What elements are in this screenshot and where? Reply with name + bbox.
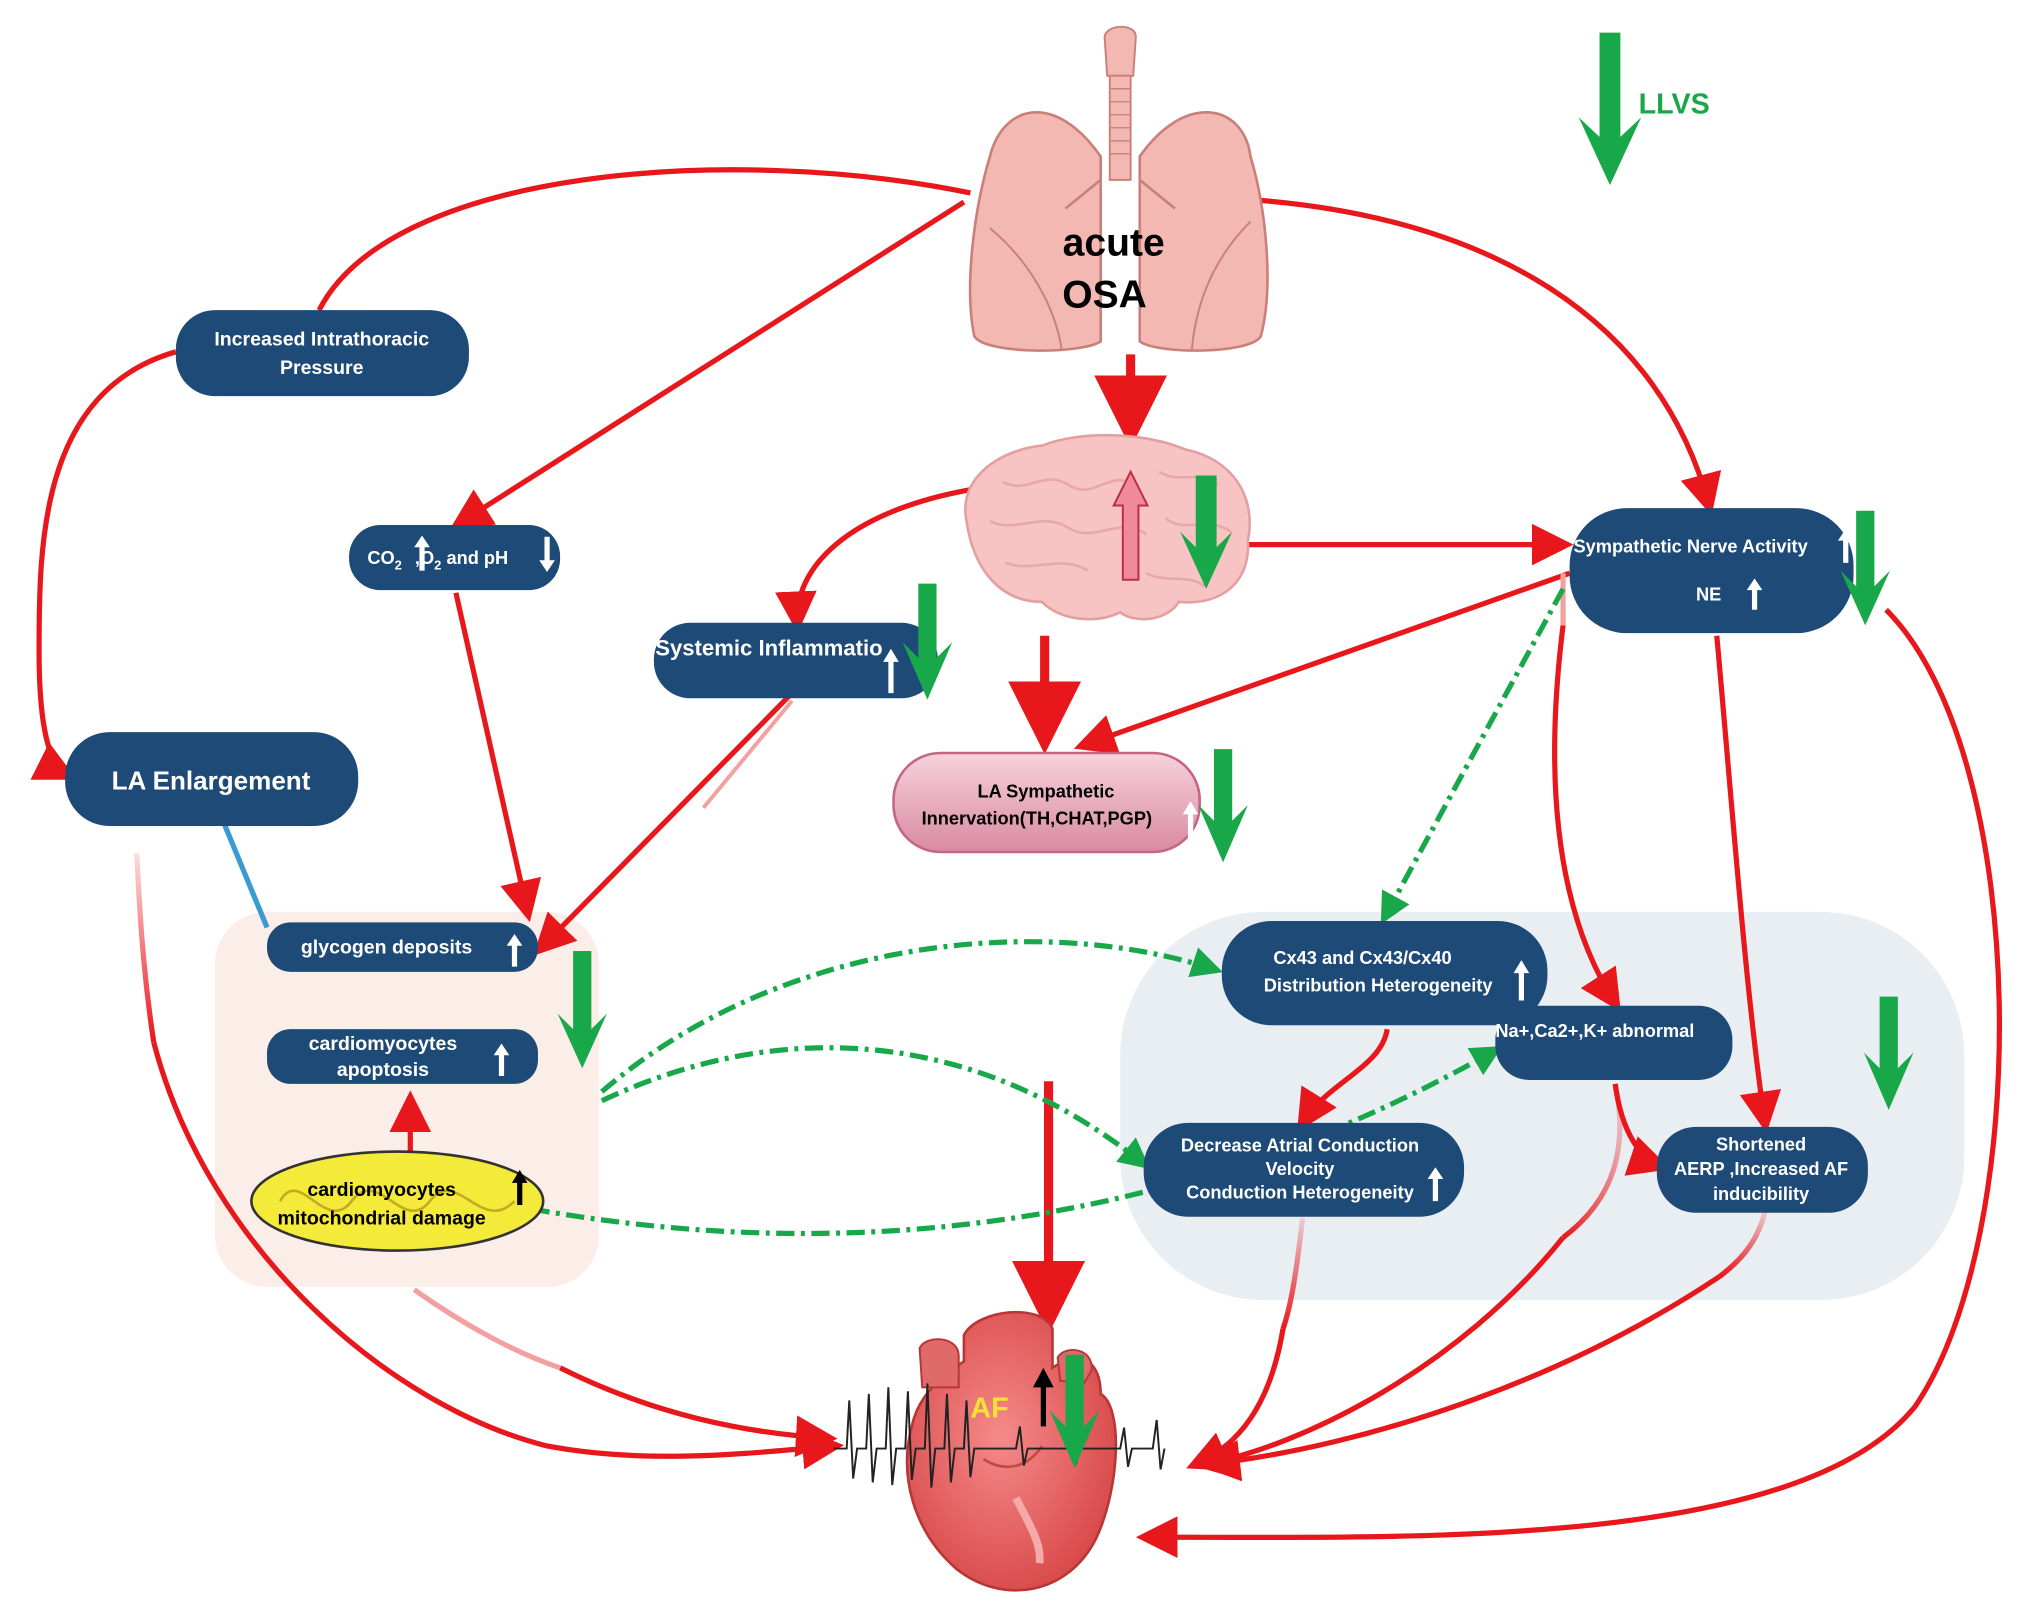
legend-llvs-label: LLVS [1639,88,1710,120]
heart-icon [905,1310,1118,1592]
node-blood-gases: CO2,O2 and pH [349,525,561,591]
ne-up-arrow-icon [1746,578,1763,610]
apoptosis-up-arrow-icon [493,1043,510,1077]
aerp-line3: inducibility [1713,1183,1810,1204]
node-cardiomyocytes-apoptosis: cardiomyocytes apoptosis [267,1029,538,1084]
ions-label: Na+,Ca2+,K+ abnormal [1495,1020,1694,1041]
node-sympathetic-nerve-activity: Sympathetic Nerve Activity NE [1569,508,1854,634]
node-glycogen-deposits: glycogen deposits [267,922,538,972]
node-shortened-aerp: Shortened AERP ,Increased AF inducibilit… [1656,1126,1868,1213]
inflammation-label: Systemic Inflammatio [655,635,882,660]
fade-panel-to-heart [412,1287,561,1371]
cx43-line2: Distribution Heterogeneity [1264,974,1494,995]
node-mitochondrial-damage: cardiomyocytes mitochondrial damage [250,1150,545,1252]
lasymp-down-arrow-icon [1198,749,1248,863]
sna-up-arrow-icon [1837,528,1854,563]
green-link-mito-to-ions [530,1046,1503,1237]
fade-ions [1561,1083,1623,1240]
green-link-to-conduction [600,1045,1151,1170]
electrical-down-arrow-icon [1863,996,1914,1110]
glycogen-up-arrow-icon [506,934,523,967]
legend-down-arrow-icon [1578,32,1642,186]
sympathetic-down-arrow-icon [1840,510,1891,626]
node-intrathoracic-pressure: Increased Intrathoracic Pressure [175,310,469,397]
glycogen-label: glycogen deposits [301,937,472,959]
green-link-sympathetic-to-cx43 [1380,587,1566,925]
fade-aerp [1717,1210,1768,1279]
arrow-intrathoracic-to-la [30,349,177,780]
brain-down-arrow-icon [1180,475,1233,589]
osa-label-line2: OSA [1062,274,1147,317]
brain-icon [964,433,1251,621]
la-enlargement-label: LA Enlargement [112,765,311,795]
arrow-sympathetic-to-ions [1552,625,1621,1012]
node-ion-channels: Na+,Ca2+,K+ abnormal [1495,1005,1733,1080]
cellular-down-arrow-icon [557,950,607,1069]
fade-inflammation [701,699,794,809]
arrow-ions-to-heart-end [1194,1235,1566,1479]
lungs-icon [968,25,1269,352]
fade-conduction [1280,1217,1306,1330]
node-conduction-velocity: Decrease Atrial Conduction Velocity Cond… [1143,1122,1465,1217]
node-systemic-inflammation: Systemic Inflammatio [653,622,938,699]
sympathetic-line2: NE [1696,584,1721,605]
apoptosis-line1: cardiomyocytes [309,1033,458,1055]
intrathoracic-line1: Increased Intrathoracic [214,328,429,350]
fade-la-to-heart [134,853,157,1043]
co2-text: CO [367,547,394,568]
o2-subscript: 2 [434,557,441,572]
arrow-gases-to-glycogen [453,592,542,923]
mitochondrion-icon [250,1150,545,1252]
lasymp-line1: LA Sympathetic [977,780,1114,801]
co2-subscript: 2 [395,557,402,572]
conduction-line2: Velocity [1266,1158,1336,1179]
af-label: AF [970,1392,1008,1424]
aerp-line1: Shortened [1716,1133,1806,1154]
osa-label-line1: acute [1063,221,1165,264]
arrow-sympathetic-to-lasymp [1073,570,1571,755]
arrow-cx43-to-conduction [1297,1028,1390,1132]
lasymp-line2: Innervation(TH,CHAT,PGP) [922,808,1152,829]
arrow-aerp-to-heart-end [1198,1274,1721,1482]
af-up-arrow-icon [1032,1367,1054,1427]
node-cx43-heterogeneity: Cx43 and Cx43/Cx40 Distribution Heteroge… [1221,921,1548,1026]
aerp-line2: AERP ,Increased AF [1674,1158,1848,1179]
inflammation-down-arrow-icon [902,583,953,700]
conduction-up-arrow-icon [1427,1167,1444,1202]
arrow-panel-to-heart-end [558,1365,838,1458]
mito-line1: cardiomyocytes [307,1179,456,1201]
arrow-osa-to-intrathoracic [316,167,971,312]
intrathoracic-line2: Pressure [280,357,364,379]
sympathetic-line1: Sympathetic Nerve Activity [1573,535,1808,556]
link-la-to-glycogen [221,822,270,929]
node-la-enlargement: LA Enlargement [65,732,359,826]
arrow-brain-to-inflammation [775,486,978,634]
arrow-la-to-heart-end [151,1041,845,1470]
inflammation-up-arrow-icon [883,648,899,694]
mito-line2: mitochondrial damage [278,1208,486,1230]
ecg-trace-icon [833,1383,1166,1488]
brain-up-arrow-icon [1112,469,1150,581]
arrow-sympathetic-to-heart [1135,607,2002,1558]
mito-up-arrow-icon [511,1169,528,1205]
arrow-sympathetic-to-aerp [1714,635,1782,1134]
cx43-up-arrow-icon [1513,960,1530,1001]
green-link-to-cx43 [600,939,1223,1094]
cx43-line1: Cx43 and Cx43/Cx40 [1273,947,1451,968]
arrow-inflammation-to-glycogen [533,688,797,956]
heart-down-arrow-icon [1049,1354,1100,1469]
arrow-osa-to-gases [449,199,966,530]
arrow-osa-to-sympathetic [1224,195,1722,516]
ph-text: and pH [441,547,508,568]
co2-up-arrow-icon [414,535,430,571]
conduction-line3: Conduction Heterogeneity [1186,1181,1415,1202]
apoptosis-line2: apoptosis [337,1059,429,1081]
ph-down-arrow-icon [539,536,555,572]
lasymp-up-arrow-icon [1182,801,1199,841]
conduction-line1: Decrease Atrial Conduction [1181,1135,1419,1156]
node-la-sympathetic-innervation: LA Sympathetic Innervation(TH,CHAT,PGP) [892,751,1201,854]
